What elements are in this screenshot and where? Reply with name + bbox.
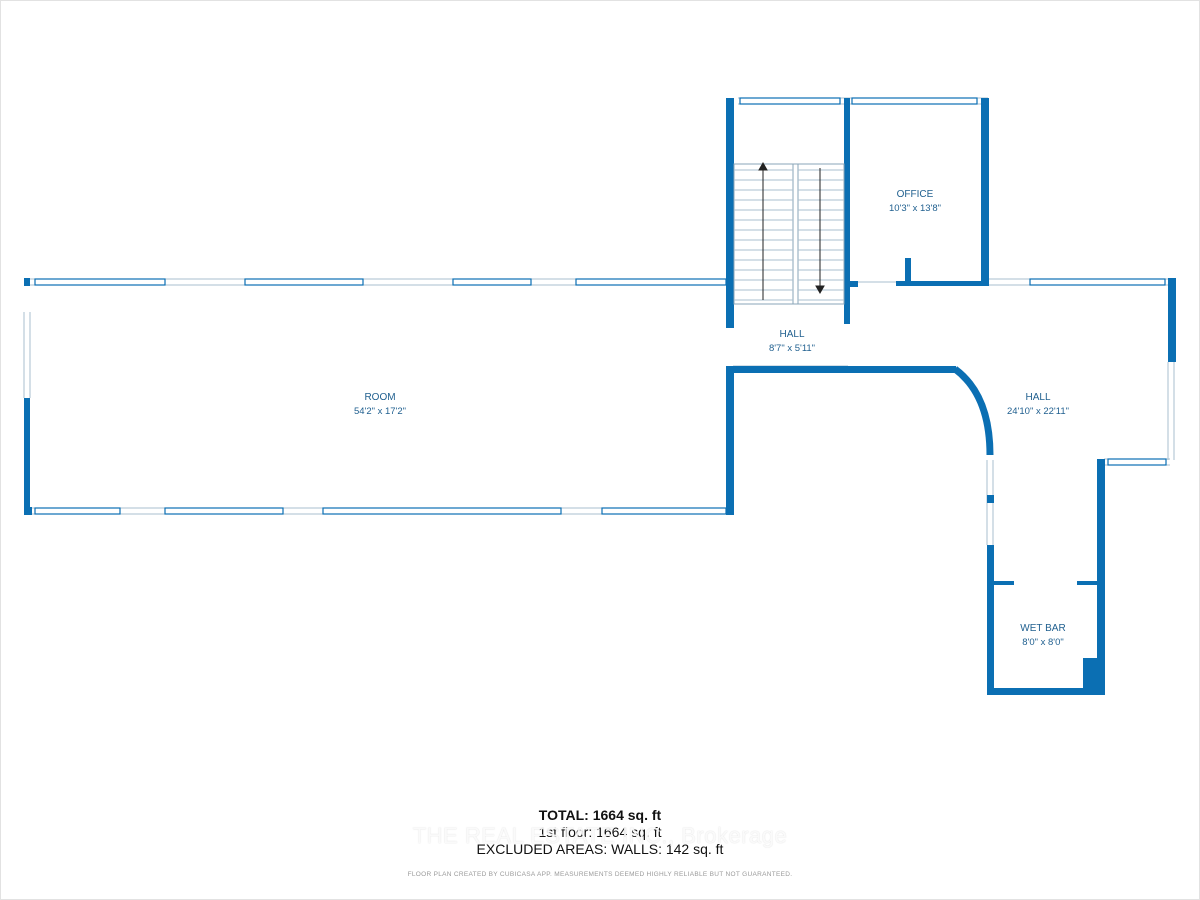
- walls: [24, 98, 1176, 695]
- room-label-office: OFFICE 10'3" x 13'8": [889, 189, 941, 214]
- floor-area: 1st floor: 1664 sq. ft: [538, 824, 662, 840]
- area-summary: TOTAL: 1664 sq. ft 1st floor: 1664 sq. f…: [0, 807, 1200, 858]
- room-label-room: ROOM 54'2" x 17'2": [354, 392, 406, 417]
- curved-wall: [952, 366, 994, 456]
- stair-up-arrow-icon: [758, 161, 768, 171]
- room-name: HALL: [779, 329, 804, 340]
- total-area: TOTAL: 1664 sq. ft: [538, 807, 662, 823]
- room-name: ROOM: [364, 392, 395, 403]
- room-label-hall-small: HALL 8'7" x 5'11": [769, 329, 815, 354]
- room-dimensions: 10'3" x 13'8": [889, 203, 941, 214]
- window-frames: [34, 97, 1167, 515]
- stair-down-arrow-icon: [815, 285, 825, 295]
- room-name: WET BAR: [1020, 623, 1065, 634]
- disclaimer-text: FLOOR PLAN CREATED BY CUBICASA APP. MEAS…: [407, 871, 793, 878]
- room-dimensions: 54'2" x 17'2": [354, 406, 406, 417]
- room-name: HALL: [1025, 392, 1050, 403]
- room-dimensions: 8'0" x 8'0": [1022, 637, 1064, 648]
- stair-arrows: [758, 161, 825, 300]
- excluded-area: EXCLUDED AREAS: WALLS: 142 sq. ft: [476, 841, 724, 857]
- room-name: OFFICE: [897, 189, 934, 200]
- room-dimensions: 24'10" x 22'11": [1007, 406, 1069, 417]
- room-label-hall-large: HALL 24'10" x 22'11": [1007, 392, 1069, 417]
- window-lines: [23, 97, 1175, 545]
- staircase: [733, 163, 845, 305]
- room-label-wet-bar: WET BAR 8'0" x 8'0": [1020, 623, 1065, 648]
- room-dimensions: 8'7" x 5'11": [769, 343, 815, 354]
